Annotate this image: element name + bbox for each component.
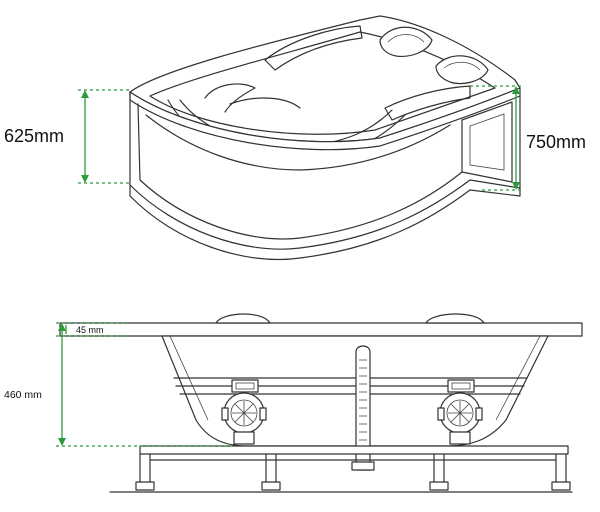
tub-perspective-view (129, 15, 521, 261)
tub-depth-label: 460 mm (4, 389, 42, 401)
pump-motor-left (221, 379, 267, 445)
front-height-dimension: 625mm (4, 89, 132, 184)
back-height-dimension: 750mm (470, 85, 586, 191)
tub-side-elevation (59, 313, 583, 493)
pump-motor-right (437, 379, 483, 445)
rim-thickness-dimension: 45 mm (56, 322, 124, 337)
back-height-label: 750mm (526, 132, 586, 152)
support-frame (109, 445, 573, 493)
front-height-label: 625mm (4, 126, 64, 146)
tub-depth-dimension: 460 mm (4, 323, 232, 447)
rim-thickness-label: 45 mm (76, 325, 104, 335)
